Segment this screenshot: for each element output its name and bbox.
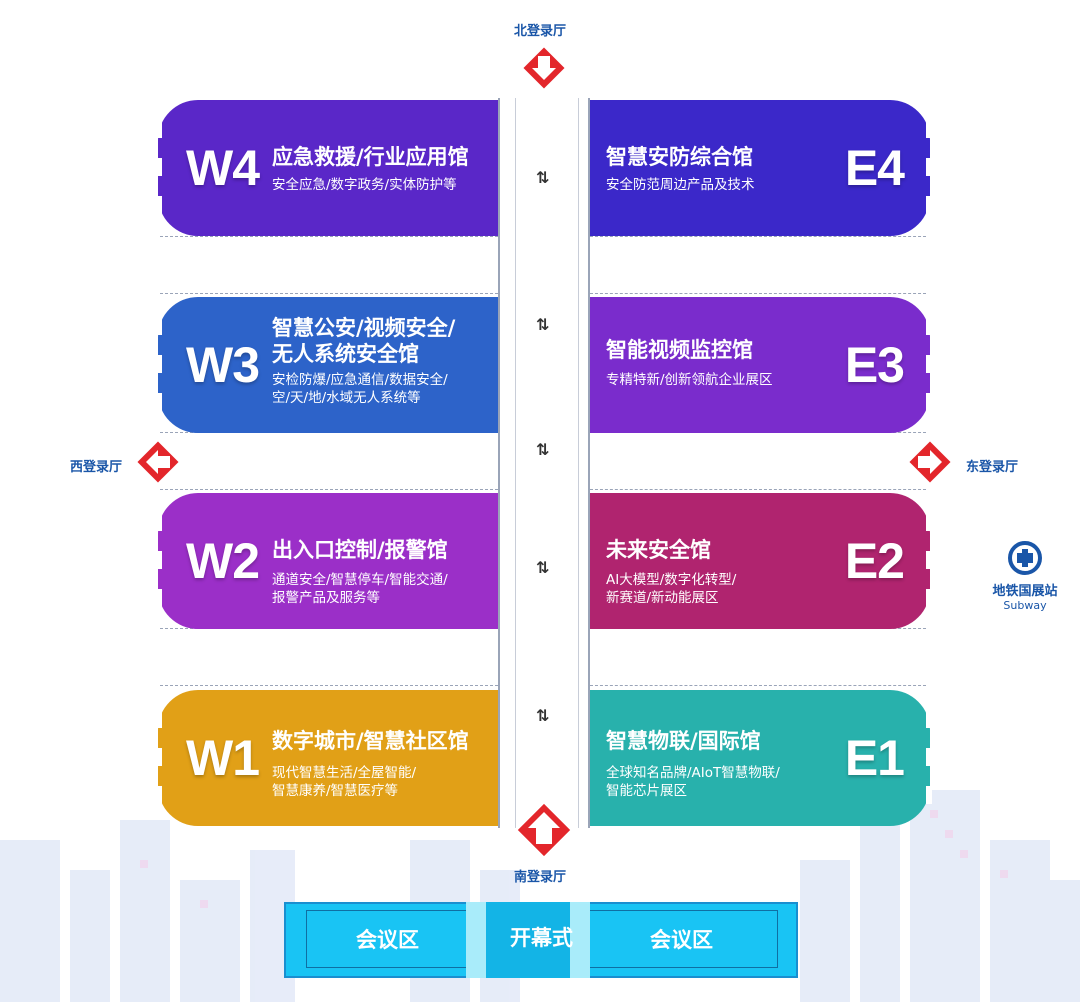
- door-marks-icon: [156, 317, 162, 411]
- bidirectional-arrow-icon: ⇅: [536, 168, 550, 187]
- door-marks-icon: [926, 317, 932, 411]
- bidirectional-arrow-icon: ⇅: [536, 558, 550, 577]
- hall-e4[interactable]: E4 智慧安防综合馆 安全防范周边产品及技术: [590, 100, 930, 236]
- hall-subtitle: 安全应急/数字政务/实体防护等: [272, 177, 457, 193]
- hall-subtitle: 安全防范周边产品及技术: [606, 177, 755, 193]
- hall-e2[interactable]: E2 未来安全馆 AI大模型/数字化转型/ 新赛道/新动能展区: [590, 493, 930, 629]
- door-marks-icon: [156, 710, 162, 804]
- hall-code: E1: [844, 730, 905, 786]
- hall-subtitle: 安检防爆/应急通信/数据安全/: [272, 372, 448, 388]
- walkway-west-1: [160, 236, 498, 294]
- hall-subtitle: AI大模型/数字化转型/: [606, 572, 737, 588]
- hall-title: 无人系统安全馆: [272, 342, 419, 366]
- opening-ceremony-label: 开幕式: [510, 926, 573, 950]
- opening-stage[interactable]: [466, 902, 590, 978]
- central-corridor: [498, 98, 590, 828]
- conference-area: 会议区 开幕式 会议区: [284, 902, 798, 978]
- door-marks-icon: [926, 710, 932, 804]
- north-entrance-label: 北登录厅: [514, 24, 567, 39]
- hall-title: 智慧物联/国际馆: [606, 729, 761, 753]
- meeting-area-left-label: 会议区: [356, 928, 419, 952]
- hall-subtitle: 新赛道/新动能展区: [606, 590, 719, 606]
- south-entrance-arrow-icon[interactable]: [512, 798, 576, 862]
- hall-w4[interactable]: W4 应急救援/行业应用馆 安全应急/数字政务/实体防护等: [158, 100, 498, 236]
- subway-logo-icon: [1008, 541, 1042, 575]
- central-corridor-lane: [515, 98, 579, 828]
- hall-code: E3: [844, 337, 905, 393]
- door-marks-icon: [156, 120, 162, 214]
- hall-e1[interactable]: E1 智慧物联/国际馆 全球知名品牌/AIoT智慧物联/ 智能芯片展区: [590, 690, 930, 826]
- hall-title: 智慧安防综合馆: [606, 145, 753, 169]
- subway-sub: Subway: [1003, 599, 1047, 612]
- bidirectional-arrow-icon: ⇅: [536, 315, 550, 334]
- hall-subtitle: 现代智慧生活/全屋智能/: [272, 765, 417, 781]
- bidirectional-arrow-icon: ⇅: [536, 440, 550, 459]
- hall-title: 智慧公安/视频安全/: [272, 316, 456, 340]
- walkway-west-3: [160, 628, 498, 686]
- north-entrance-arrow-icon[interactable]: [518, 42, 570, 94]
- hall-title: 未来安全馆: [606, 538, 711, 562]
- hall-subtitle: 全球知名品牌/AIoT智慧物联/: [606, 765, 780, 781]
- walkway-west-2: [160, 432, 498, 490]
- walkway-east-3: [590, 628, 926, 686]
- meeting-area-right-label: 会议区: [650, 928, 713, 952]
- hall-code: W2: [186, 533, 260, 589]
- hall-code: E4: [844, 140, 905, 196]
- hall-w2[interactable]: W2 出入口控制/报警馆 通道安全/智慧停车/智能交通/ 报警产品及服务等: [158, 493, 498, 629]
- subway-station[interactable]: 地铁国展站 Subway: [980, 540, 1070, 612]
- east-entrance-arrow-icon[interactable]: [904, 436, 956, 488]
- hall-subtitle: 智能芯片展区: [606, 783, 687, 799]
- door-marks-icon: [156, 513, 162, 607]
- hall-title: 出入口控制/报警馆: [272, 538, 448, 562]
- hall-title: 应急救援/行业应用馆: [272, 145, 469, 169]
- hall-code: W3: [186, 337, 260, 393]
- east-entrance-label: 东登录厅: [966, 460, 1019, 475]
- walkway-east-2: [590, 432, 926, 490]
- hall-title: 智能视频监控馆: [606, 338, 753, 362]
- hall-subtitle: 空/天/地/水域无人系统等: [272, 390, 421, 406]
- walkway-east-1: [590, 236, 926, 294]
- hall-code: E2: [844, 533, 905, 589]
- bidirectional-arrow-icon: ⇅: [536, 706, 550, 725]
- west-entrance-label: 西登录厅: [70, 460, 123, 475]
- door-marks-icon: [926, 513, 932, 607]
- west-entrance-arrow-icon[interactable]: [132, 436, 184, 488]
- hall-subtitle: 专精特新/创新领航企业展区: [606, 372, 773, 388]
- hall-subtitle: 通道安全/智慧停车/智能交通/: [272, 572, 448, 588]
- south-entrance-label: 南登录厅: [514, 870, 567, 885]
- hall-code: W1: [186, 730, 260, 786]
- hall-subtitle: 智慧康养/智慧医疗等: [272, 783, 399, 799]
- hall-subtitle: 报警产品及服务等: [272, 590, 380, 606]
- hall-e3[interactable]: E3 智能视频监控馆 专精特新/创新领航企业展区: [590, 297, 930, 433]
- hall-w3[interactable]: W3 智慧公安/视频安全/ 无人系统安全馆 安检防爆/应急通信/数据安全/ 空/…: [158, 297, 498, 433]
- door-marks-icon: [926, 120, 932, 214]
- subway-name: 地铁国展站: [992, 584, 1058, 599]
- hall-w1[interactable]: W1 数字城市/智慧社区馆 现代智慧生活/全屋智能/ 智慧康养/智慧医疗等: [158, 690, 498, 826]
- hall-code: W4: [186, 140, 260, 196]
- hall-title: 数字城市/智慧社区馆: [272, 729, 469, 753]
